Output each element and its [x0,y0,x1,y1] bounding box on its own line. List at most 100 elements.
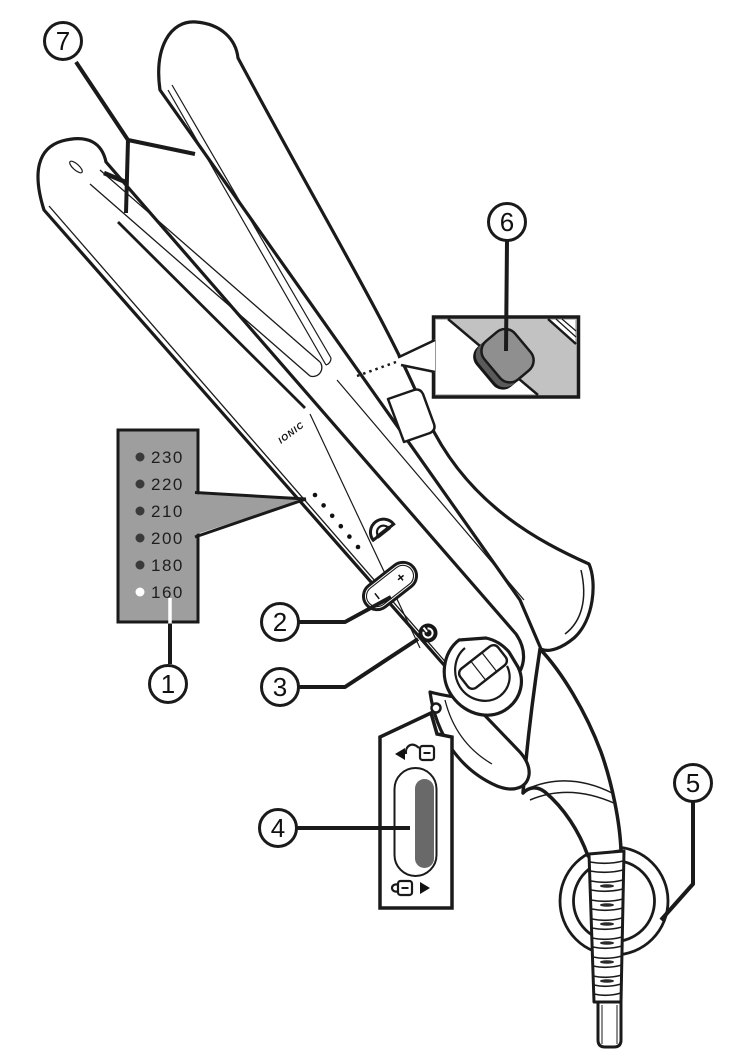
callout-5-number: 5 [686,768,700,798]
button-top [480,327,535,384]
body-crease-thin [309,413,421,649]
led-dot [329,513,335,519]
callout-6: 6 [487,202,527,242]
temp-label-180: 180 [151,556,184,575]
callout-3: 3 [260,667,300,707]
rear-edge-line [336,379,525,601]
cord-cable [596,1000,623,1049]
callout-4: 4 [258,808,298,848]
swivel-ring-line [529,791,617,805]
lower-edge-line [48,205,463,682]
callout-1-number: 1 [161,669,175,699]
dotted-pointer-line [356,360,397,378]
unlock-direction-icons [395,743,436,762]
power-button [418,623,438,643]
led-dot [312,492,318,498]
temp-label-200: 200 [151,529,184,548]
led-dot [355,544,361,550]
temp-label-210: 210 [151,502,184,521]
inset6-edge-line [555,318,577,338]
callout-1: 1 [148,664,188,704]
spring-ribs [589,860,624,997]
plate-strip-line [89,183,311,377]
temp-label-160: 160 [151,583,184,602]
swivel-ring-line [526,780,613,794]
stirrup-inner [454,647,511,702]
rear-plate-line [167,89,327,366]
callout-7-number: 7 [56,26,70,56]
lock-closed-icon [396,879,414,897]
callout-4-number: 4 [271,813,285,843]
inset6-pointer [398,339,435,373]
leader-5 [659,802,695,922]
led-indicator-dots [312,492,361,550]
temperature-levels: 230 220 210 200 180 160 [135,448,184,602]
led-dot [321,503,326,508]
leader-2 [299,595,392,624]
led-dot [347,534,352,539]
callout-2-circle [260,602,300,642]
callout-6-number: 6 [500,207,514,237]
lock-closed-shackle [390,883,399,893]
rear-plate-line [171,84,332,359]
callout-2-number: 2 [273,607,287,637]
temp-dot-200 [135,533,145,543]
lock-open-shackle [404,743,420,755]
callout-markers: 1 2 3 4 5 6 7 [43,21,713,848]
inset6-device-edge [547,318,577,345]
callout-3-circle [260,667,300,707]
plate-strip-line [99,169,321,363]
callout-5-circle [673,763,713,803]
callout-6-circle [487,202,527,242]
latch-tab [386,388,436,444]
temp-dot-230 [135,452,145,462]
arrow-left-icon [395,748,405,760]
callout-1-circle [148,664,188,704]
temp-dot-220 [135,479,145,489]
power-button-zoomed [473,327,535,390]
temperature-panel-box [116,428,200,624]
lock-direction-icons [390,879,430,897]
power-icon [422,627,434,639]
temp-dot-180 [135,560,145,570]
callout-2: 2 [260,602,300,642]
inset6-pointer-edge [400,363,436,374]
rear-arm-end-line [564,569,585,635]
pointer-edge [194,497,307,539]
hinge-area [428,636,531,791]
temp-label-220: 220 [151,475,184,494]
inset6-pointer-edge [397,338,436,359]
power-button-inset [356,315,581,399]
rear-plate-end [325,357,332,366]
pivot-knob [368,517,396,543]
cord-strain-relief [587,849,626,1049]
cord-housing [521,647,623,858]
body-crease [117,221,306,409]
leader-3 [299,637,420,689]
pivot-knob-base [375,525,391,539]
pivot-knob-outline [368,517,396,543]
lock-pin [430,702,442,714]
temp-dot-160 [135,587,145,597]
pointer-edge [194,491,307,501]
leader-6 [504,240,509,352]
spring-shading [600,884,614,983]
temperature-panel-pointer [194,494,306,535]
inset6-edge-line [561,318,577,332]
leader-7-branch [124,139,130,214]
plate-edge [103,170,129,186]
slider-knob [415,779,434,868]
temp-dot-210 [135,506,145,516]
arm-through-stirrup [457,643,509,691]
callout-7-circle [43,21,83,61]
plate-strip-end [309,361,323,378]
power-icon-bar [422,626,428,633]
pivot-knob-inner [375,524,390,537]
temperature-panel: 230 220 210 200 180 160 [116,428,307,624]
housing-body [521,647,623,858]
rear-arm [157,20,595,652]
rocker-inner-line [365,564,415,608]
lock-open-icon [418,744,436,762]
clamp-inner-line [444,699,493,765]
